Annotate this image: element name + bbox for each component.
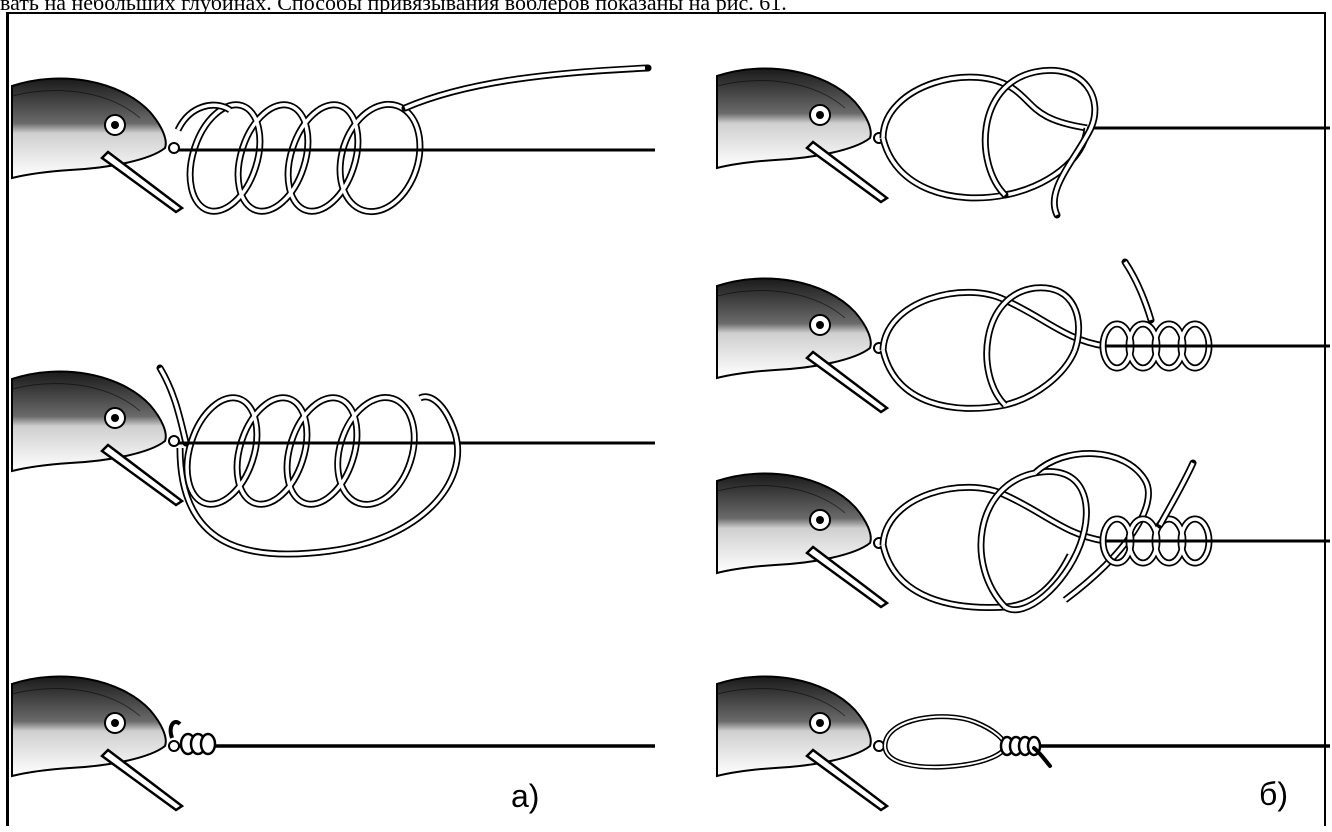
panel-b-step-4: [717, 676, 1330, 810]
lure-wobbler-icon: [717, 473, 887, 607]
panel-a-step-3: [12, 676, 655, 810]
lure-wobbler-icon: [717, 278, 887, 412]
lure-wobbler-icon: [12, 78, 182, 212]
panel-a-label: а): [511, 778, 539, 815]
lure-wobbler-icon: [12, 676, 182, 810]
knot-coils-icon: [181, 734, 215, 754]
knot-coils-icon: [1001, 737, 1040, 755]
lure-wobbler-icon: [12, 371, 182, 505]
panel-a-step-1: [12, 68, 655, 222]
lure-wobbler-icon: [717, 68, 887, 202]
panel-b-label: б): [1259, 776, 1288, 813]
panel-b-step-1: [717, 68, 1330, 215]
lure-wobbler-icon: [717, 676, 887, 810]
panel-a-step-2: [12, 368, 655, 554]
panel-b-step-2: [717, 262, 1330, 412]
panel-b-step-3: [717, 454, 1330, 610]
